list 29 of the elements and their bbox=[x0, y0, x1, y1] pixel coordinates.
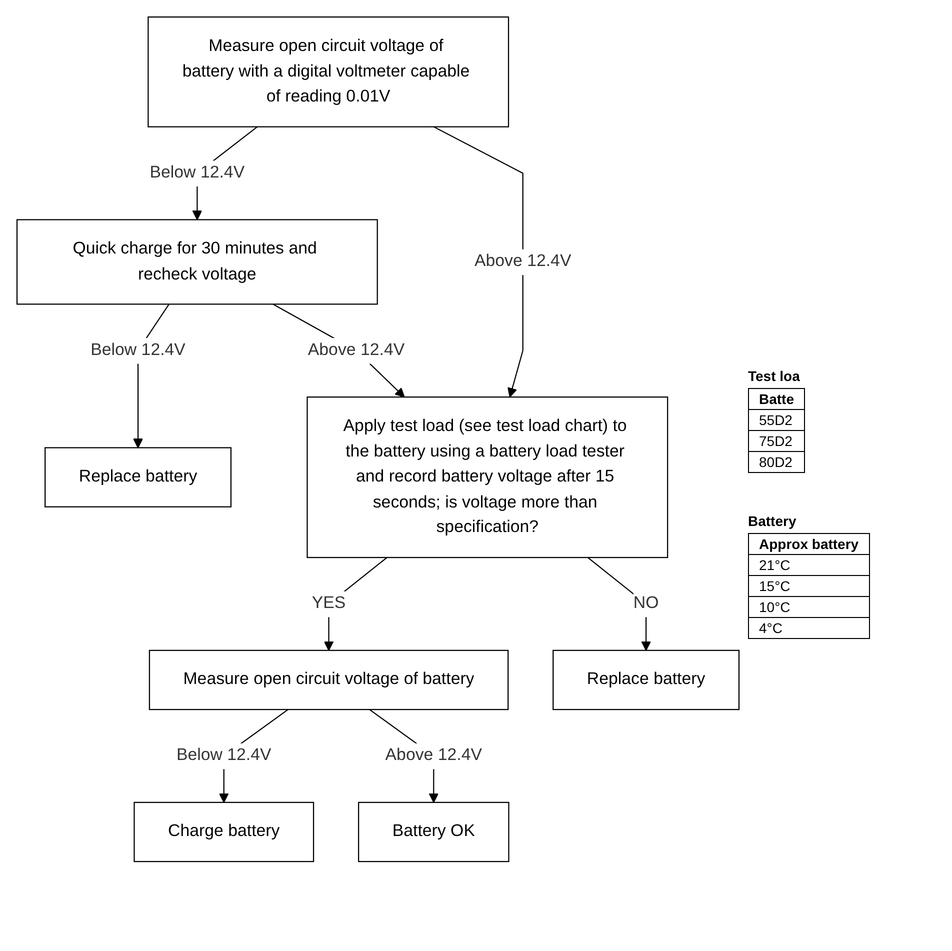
header-cell: Approx battery bbox=[748, 534, 870, 554]
table-cell: 55D2 bbox=[748, 410, 805, 430]
edge-label: Above 12.4V bbox=[308, 340, 405, 360]
node-box: Battery OK bbox=[358, 802, 510, 862]
table-cell: 80D2 bbox=[748, 452, 805, 472]
header-cell: Batte bbox=[748, 388, 805, 410]
arrow bbox=[433, 126, 524, 398]
table-cell: 15°C bbox=[748, 576, 870, 596]
edge-label: Below 12.4V bbox=[90, 340, 186, 360]
edge-label: Above 12.4V bbox=[474, 252, 572, 271]
table-cell: 75D2 bbox=[748, 430, 805, 452]
node-box: Charge battery bbox=[134, 802, 314, 862]
node-box: Apply test load (see test load chart) to the battery using a battery load tester and record battery voltage after 15 seconds; is voltage more than specification? bbox=[306, 396, 668, 558]
node-box: Replace battery bbox=[552, 650, 740, 710]
edge-label: Below 12.4V bbox=[176, 746, 272, 765]
arrow bbox=[272, 304, 405, 398]
table-title: Battery bbox=[748, 513, 796, 529]
table-cell: 10°C bbox=[748, 596, 870, 618]
node-box: Measure open circuit voltage of battery with a digital voltmeter capable of reading 0.01V bbox=[148, 16, 510, 128]
table-cell: 4°C bbox=[748, 618, 870, 638]
node-box: Quick charge for 30 minutes and recheck voltage bbox=[16, 219, 378, 305]
node-box: Replace battery bbox=[44, 447, 232, 508]
edge-label: NO bbox=[633, 594, 659, 613]
table-cell: 21°C bbox=[748, 554, 870, 576]
node-box: Measure open circuit voltage of battery bbox=[148, 650, 509, 710]
edge-label: Above 12.4V bbox=[385, 746, 482, 765]
table-title: Test loa bbox=[748, 368, 800, 384]
edge-label: YES bbox=[312, 594, 346, 613]
edge-label: Below 12.4V bbox=[150, 162, 245, 182]
